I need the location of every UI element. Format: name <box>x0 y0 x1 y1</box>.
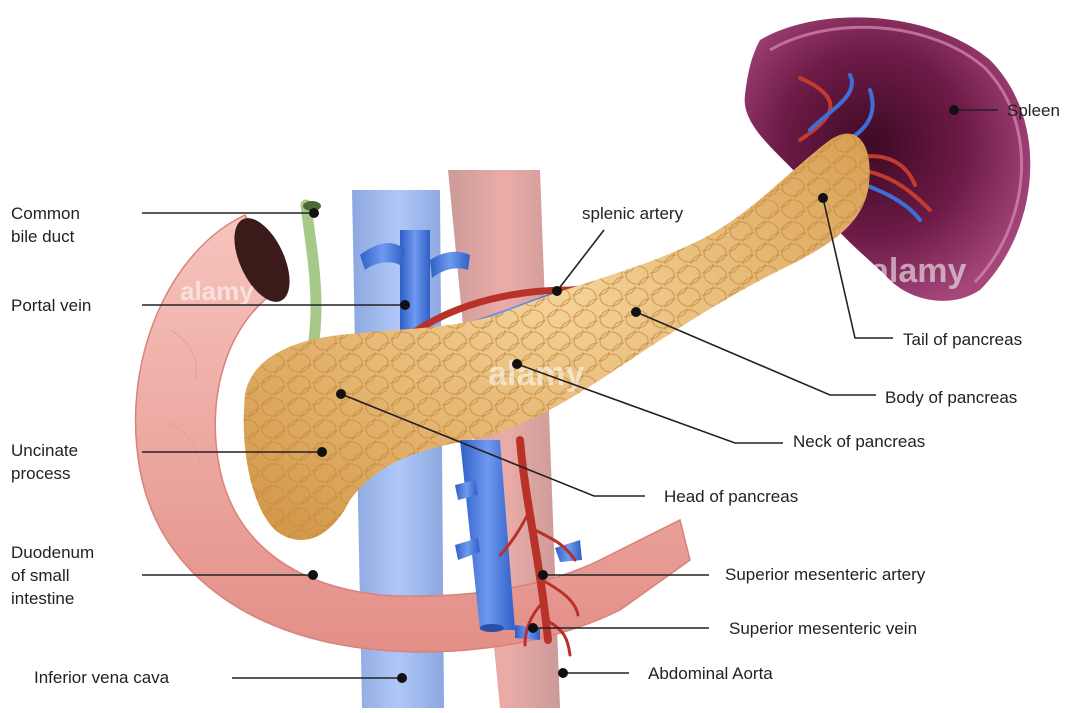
label-superior-mesenteric-artery: Superior mesenteric artery <box>725 563 925 586</box>
label-splenic-artery: splenic artery <box>582 202 683 225</box>
label-abdominal-aorta: Abdominal Aorta <box>648 662 773 685</box>
label-uncinate-process: Uncinate process <box>11 439 78 485</box>
label-superior-mesenteric-vein: Superior mesenteric vein <box>729 617 917 640</box>
label-neck-of-pancreas: Neck of pancreas <box>793 430 925 453</box>
svg-text:alamy: alamy <box>180 276 254 306</box>
label-body-of-pancreas: Body of pancreas <box>885 386 1017 409</box>
label-common-bile-duct: Common bile duct <box>11 202 80 248</box>
svg-text:alamy: alamy <box>488 355 584 393</box>
label-head-of-pancreas: Head of pancreas <box>664 485 798 508</box>
pancreas <box>244 134 870 540</box>
label-portal-vein: Portal vein <box>11 294 91 317</box>
label-inferior-vena-cava: Inferior vena cava <box>34 666 169 689</box>
label-duodenum: Duodenum of small intestine <box>11 541 94 610</box>
label-spleen: Spleen <box>1007 99 1060 122</box>
svg-text:alamy: alamy <box>870 252 966 290</box>
label-tail-of-pancreas: Tail of pancreas <box>903 328 1022 351</box>
